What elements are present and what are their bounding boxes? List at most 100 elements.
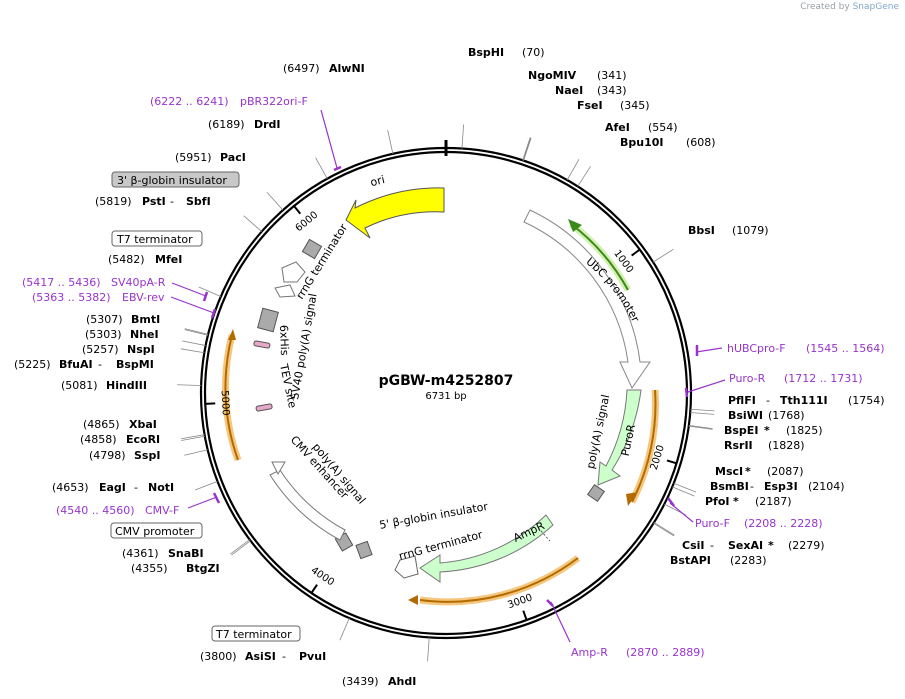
primer-amp-r[interactable]: Amp-R(2870 .. 2889)	[571, 646, 705, 659]
rrng-terminator-2-arrow	[394, 555, 419, 579]
site-hindiii[interactable]: (5081)HindIII	[61, 379, 147, 392]
orf-left-head	[228, 329, 236, 340]
site-alwni[interactable]: (6497)AlwNI	[283, 62, 365, 75]
svg-text:(5081): (5081)	[61, 379, 98, 392]
site-bpu10i[interactable]: Bpu10I(608)	[620, 136, 716, 149]
site-asisi[interactable]: (3800)AsiSI - PvuI	[200, 650, 326, 663]
site-btgzi[interactable]: (4355)BtgZI	[131, 562, 220, 575]
tev-site-box	[255, 403, 273, 412]
svg-text:T7 terminator: T7 terminator	[116, 233, 193, 246]
site-pfoi[interactable]: PfoI *(2187)	[705, 495, 792, 508]
site-csii[interactable]: CsiI - SexAI *(2279)	[682, 539, 825, 552]
svg-text:(2104): (2104)	[808, 480, 845, 493]
plasmid-name: pGBW-m4252807	[379, 373, 514, 389]
site-snabi[interactable]: (4361)SnaBI	[122, 547, 204, 560]
svg-text:(4355): (4355)	[131, 562, 168, 575]
site-leader-hindiii	[177, 384, 202, 386]
svg-text:(5819): (5819)	[95, 195, 132, 208]
svg-text:-: -	[710, 539, 714, 552]
box-3-beta-globin-insulator[interactable]: 3' β-globin insulator	[111, 171, 240, 188]
primer-puro-r[interactable]: Puro-R(1712 .. 1731)	[729, 372, 863, 385]
site-ngomiv[interactable]: NgoMIV(341)	[528, 69, 627, 82]
polya-signal-right-label: poly(A) signal	[584, 393, 612, 469]
primer-hubcpro-f[interactable]: hUBCpro-F(1545 .. 1564)	[727, 342, 885, 355]
svg-text:hUBCpro-F: hUBCpro-F	[727, 342, 786, 355]
svg-text:Esp3I: Esp3I	[764, 480, 798, 493]
site-eagi[interactable]: (4653)EagI - NotI	[52, 481, 174, 494]
primer-cmv-f[interactable]: (4540 .. 4560)CMV-F	[56, 504, 179, 517]
box-t7-terminator-lower[interactable]: T7 terminator	[211, 625, 301, 642]
svg-text:AhdI: AhdI	[388, 675, 416, 688]
site-paci[interactable]: (5951)PacI	[175, 151, 246, 164]
site-naei[interactable]: NaeI(343)	[555, 84, 627, 97]
rrng-terminator-1-label: rrnG terminator	[294, 221, 351, 301]
primer-ebv-rev[interactable]: (5363 .. 5382) EBV-rev	[32, 291, 165, 304]
svg-text:(70): (70)	[522, 46, 545, 59]
tick-6000	[293, 205, 302, 215]
primer-puro-f[interactable]: Puro-F(2208 .. 2228)	[695, 517, 823, 530]
site-mfei[interactable]: (5482)MfeI	[108, 253, 182, 266]
site-bmti[interactable]: (5307)BmtI	[86, 313, 160, 326]
svg-text:(5363 .. 5382): (5363 .. 5382)	[32, 291, 111, 304]
site-bfuai[interactable]: (5225)BfuAI - BspMI	[14, 358, 154, 371]
rrng-terminator-1-arrow	[281, 261, 306, 283]
his-label: 6xHis	[277, 325, 291, 356]
site-drdi[interactable]: (6189)DrdI	[208, 118, 281, 131]
site-bbsi[interactable]: BbsI(1079)	[688, 224, 769, 237]
svg-text:EBV-rev: EBV-rev	[122, 291, 165, 304]
site-bsiwi[interactable]: BsiWI(1768)	[728, 409, 805, 422]
primer-mark-pbr322ori-f	[333, 165, 342, 172]
site-leader-pflfi	[690, 408, 715, 412]
site-sspi[interactable]: (4798)SspI	[89, 449, 160, 462]
site-bstapi[interactable]: BstAPI(2283)	[670, 554, 767, 567]
svg-text:*: *	[764, 424, 770, 437]
primer-leader-ebv-rev	[170, 296, 215, 314]
t7-terminator-arrow	[274, 284, 296, 298]
site-ahdi[interactable]: (3439)AhdI	[342, 675, 416, 688]
primer-mark-ebv-rev	[210, 308, 217, 319]
svg-text:BspHI: BspHI	[468, 46, 504, 59]
box-cmv-promoter[interactable]: CMV promoter	[110, 522, 203, 539]
beta-globin-5-box-b	[355, 540, 373, 560]
site-bsmbi[interactable]: BsmBI - Esp3I(2104)	[710, 480, 845, 493]
site-leader-psti	[243, 215, 262, 232]
site-pflfi[interactable]: PflFI - Tth111I(1754)	[728, 394, 885, 407]
svg-text:(6222 .. 6241): (6222 .. 6241)	[150, 95, 229, 108]
site-labels: BspHI (70) NgoMIV(341) NaeI(343) FseI(345…	[14, 46, 885, 688]
site-nhei[interactable]: (5303)NheI	[85, 328, 159, 341]
box-t7-terminator-upper[interactable]: T7 terminator	[111, 230, 203, 247]
primer-sv40pa-r[interactable]: (5417 .. 5436)SV40pA-R	[22, 276, 166, 289]
site-rsrii[interactable]: RsrII(1828)	[724, 439, 805, 452]
site-leader-bfuai	[180, 348, 205, 354]
primer-leader-puro-f	[669, 502, 694, 523]
site-ecori[interactable]: (4858)EcoRI	[80, 433, 160, 446]
primer-mark-cmv-f	[212, 492, 221, 504]
site-leaders	[177, 124, 715, 662]
ubc-promoter-arrow	[523, 209, 651, 390]
svg-text:(6189): (6189)	[208, 118, 245, 131]
svg-text:XbaI: XbaI	[129, 418, 157, 431]
site-leader-bsiwi	[690, 412, 715, 415]
credit: Created by SnapGene	[800, 2, 899, 12]
svg-text:AfeI: AfeI	[605, 121, 630, 134]
site-leader-alwni	[387, 130, 394, 154]
site-afei[interactable]: AfeI(554)	[605, 121, 678, 134]
site-xbai[interactable]: (4865)XbaI	[83, 418, 157, 431]
svg-text:BspEI: BspEI	[724, 424, 758, 437]
site-psti[interactable]: (5819)PstI - SbfI	[95, 195, 211, 208]
site-bsphi[interactable]: BspHI (70)	[468, 46, 545, 59]
svg-text:(2187): (2187)	[755, 495, 792, 508]
svg-text:RsrII: RsrII	[724, 439, 753, 452]
site-fsei[interactable]: FseI(345)	[577, 99, 650, 112]
site-bspei[interactable]: BspEI *(1825)	[724, 424, 823, 437]
svg-text:pBR322ori-F: pBR322ori-F	[240, 95, 308, 108]
site-leader-mfei	[198, 286, 221, 297]
polya-signal-right-box	[586, 483, 606, 503]
site-leader-drdi	[315, 157, 328, 179]
primer-pbr322ori-f[interactable]: (6222 .. 6241) pBR322ori-F	[150, 95, 308, 108]
svg-text:SbfI: SbfI	[186, 195, 211, 208]
site-nspi[interactable]: (5257)NspI	[82, 343, 155, 356]
svg-text:PstI: PstI	[142, 195, 166, 208]
ori-arrow	[345, 187, 445, 239]
site-msci[interactable]: MscI *(2087)	[715, 465, 804, 478]
